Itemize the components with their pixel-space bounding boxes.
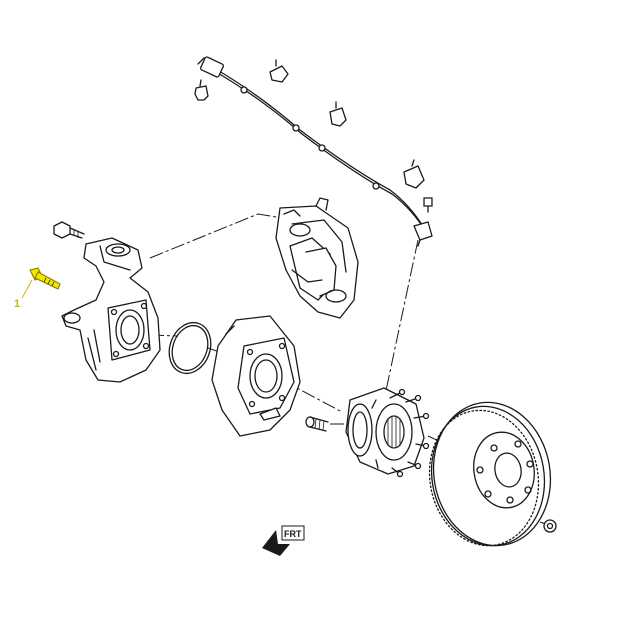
- front-orientation-marker: FRT: [262, 525, 305, 556]
- harness-screw: [423, 197, 433, 213]
- steering-knuckle: [61, 237, 161, 383]
- knuckle-upper-bolt: [53, 221, 85, 239]
- harness-bracket-1: [329, 101, 347, 127]
- rotor-retainer-clip: [543, 519, 557, 533]
- hub-bearing-assembly: [345, 387, 430, 478]
- wheel-speed-sensor-harness: [194, 56, 433, 247]
- harness-clip-2: [269, 59, 289, 83]
- harness-grommet: [318, 144, 326, 152]
- knuckle-lower-bolt-highlighted: [29, 267, 61, 290]
- front-marker-label: FRT: [284, 529, 302, 539]
- wheel-speed-sensor: [413, 221, 433, 247]
- callout-1: 1: [14, 279, 33, 310]
- harness-connector: [197, 56, 225, 78]
- brake-dust-shield: [211, 315, 301, 437]
- wheel-stud: [305, 416, 329, 432]
- brake-caliper: [275, 197, 359, 319]
- front-arrow-icon: [262, 525, 305, 556]
- brake-rotor: [428, 401, 552, 547]
- harness-bracket-2: [403, 159, 425, 189]
- o-ring-seal: [168, 321, 212, 375]
- harness-grommet: [292, 124, 300, 132]
- harness-clip-1: [194, 79, 209, 101]
- harness-grommet: [240, 86, 248, 94]
- callout-number: 1: [14, 298, 20, 310]
- harness-grommet: [372, 182, 380, 190]
